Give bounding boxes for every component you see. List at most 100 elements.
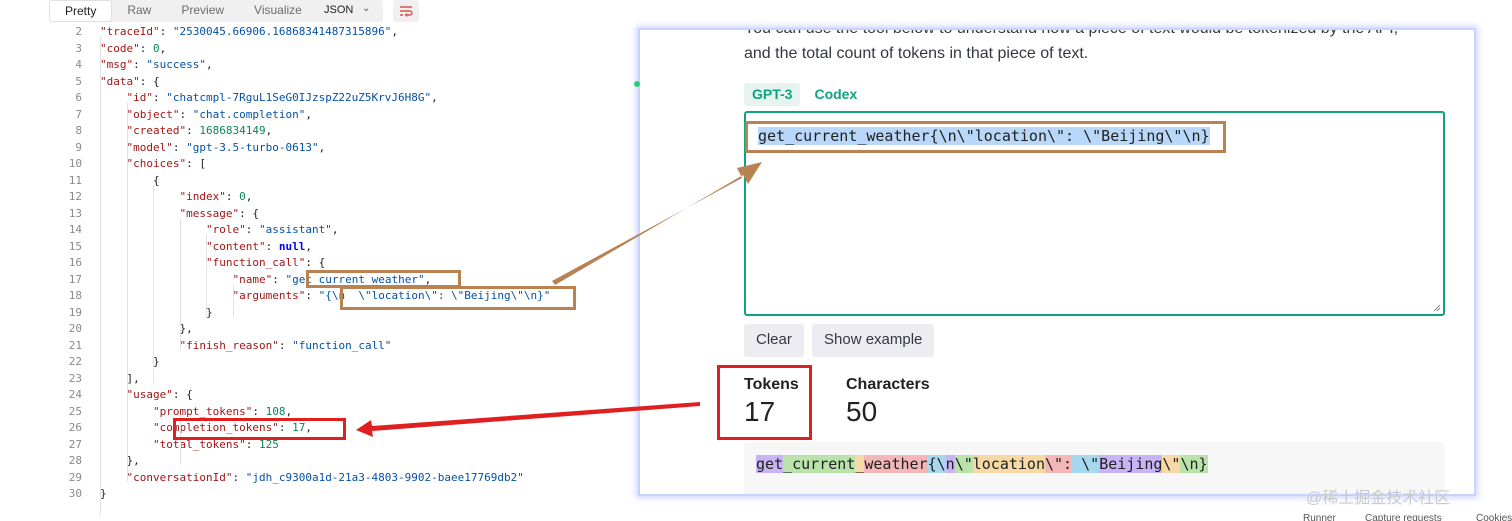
- code-line: 8 "created": 1686834149,: [0, 123, 640, 140]
- indent-guide: [179, 217, 181, 350]
- code-text: "name": "get_current_weather",: [232, 272, 432, 286]
- code-text: "traceId": "2530045.66906.16868341487315…: [100, 25, 399, 38]
- code-text: "object": "chat.completion",: [126, 107, 312, 121]
- token-chip: Beijing: [1099, 455, 1163, 473]
- code-text: "conversationId": "jdh_c9300a1d-21a3-480…: [126, 470, 524, 484]
- line-number: 11: [68, 173, 82, 187]
- line-number: 12: [68, 190, 82, 203]
- chevron-down-icon: ⌄: [362, 3, 371, 14]
- format-select[interactable]: JSON ⌄: [313, 0, 383, 22]
- code-text: "msg": "success",: [100, 58, 213, 71]
- clear-button[interactable]: Clear: [744, 324, 804, 357]
- line-number: 2: [75, 25, 82, 38]
- line-number: 21: [68, 338, 82, 352]
- code-line: 7 "object": "chat.completion",: [0, 107, 640, 124]
- tokens-label: Tokens: [744, 376, 799, 393]
- line-number: 9: [75, 140, 82, 154]
- line-number: 14: [68, 223, 82, 236]
- code-text: {: [153, 173, 160, 187]
- code-text: "message": {: [179, 206, 259, 220]
- tab-preview[interactable]: Preview: [181, 3, 225, 17]
- token-chip: _current: [783, 455, 856, 473]
- code-line: 19}: [0, 305, 640, 322]
- runner-link[interactable]: Runner: [1303, 513, 1336, 521]
- cookies-link[interactable]: Cookies: [1476, 513, 1512, 521]
- token-chip: \": [1072, 455, 1100, 473]
- wrap-lines-icon: [400, 6, 413, 17]
- token-visualization: get_current_weather{\n\"location\": \"Be…: [744, 442, 1445, 494]
- code-line: 25"prompt_tokens": 108,: [0, 404, 640, 421]
- line-number: 20: [68, 322, 82, 335]
- code-line: 15"content": null,: [0, 239, 640, 256]
- tab-pretty[interactable]: Pretty: [49, 0, 113, 22]
- code-line: 12 "index": 0,: [0, 189, 640, 206]
- code-line: 21 "finish_reason": "function_call": [0, 338, 640, 355]
- code-text: "index": 0,: [179, 190, 253, 203]
- model-gpt3-button[interactable]: GPT-3: [744, 83, 801, 106]
- code-text: "created": 1686834149,: [126, 124, 273, 137]
- show-example-button[interactable]: Show example: [812, 324, 935, 357]
- indent-guide: [232, 283, 234, 317]
- code-line: 5"data": {: [0, 74, 640, 91]
- code-line: 23],: [0, 371, 640, 388]
- token-chip: \": [1162, 455, 1181, 473]
- code-line: 27"total_tokens": 125: [0, 437, 640, 454]
- model-codex-button[interactable]: Codex: [814, 86, 858, 102]
- line-number: 6: [75, 91, 82, 104]
- line-number: 17: [68, 272, 82, 286]
- line-number: 25: [68, 404, 82, 418]
- code-line: 3"code": 0,: [0, 41, 640, 58]
- code-line: 30}: [0, 486, 640, 503]
- code-text: },: [179, 322, 193, 335]
- code-line: 11 {: [0, 173, 640, 190]
- indent-guide: [126, 102, 128, 482]
- code-text: "finish_reason": "function_call": [179, 338, 392, 352]
- code-text: "function_call": {: [206, 256, 326, 269]
- wrap-lines-button[interactable]: [393, 0, 419, 22]
- response-body: 2 "traceId": "2530045.66906.1686834148731…: [0, 24, 640, 515]
- model-selector: GPT-3 Codex: [744, 83, 865, 106]
- line-number: 7: [75, 107, 82, 121]
- code-text: "role": "assistant",: [206, 223, 339, 236]
- arguments-highlight-box: [340, 286, 576, 310]
- token-chip: \":: [1045, 455, 1073, 473]
- capture-requests-link[interactable]: Capture requests: [1365, 513, 1442, 521]
- line-number: 22: [68, 355, 82, 368]
- code-text: "completion_tokens": 17,: [153, 421, 312, 434]
- code-line: 24"usage": {: [0, 387, 640, 404]
- token-chip: location: [972, 455, 1045, 473]
- tab-raw[interactable]: Raw: [127, 3, 152, 17]
- code-line: 10 "choices": [: [0, 156, 640, 173]
- code-line: 13"message": {: [0, 206, 640, 223]
- line-number: 16: [68, 256, 82, 269]
- line-number: 19: [68, 305, 82, 319]
- code-text: }: [206, 305, 213, 319]
- tokenizer-panel: You can use the tool below to understand…: [638, 28, 1476, 496]
- tokenizer-input-text: get_current_weather{\n\"location\": \"Be…: [758, 127, 1210, 145]
- code-line: 2 "traceId": "2530045.66906.1686834148731…: [0, 24, 640, 41]
- token-visualization-line: get_current_weather{\n\"location\": \"Be…: [756, 455, 1208, 474]
- code-text: "content": null,: [206, 239, 312, 253]
- completion-tokens-highlight-box: [173, 418, 346, 440]
- line-number: 23: [68, 371, 82, 385]
- indent-guide: [206, 234, 207, 317]
- line-number: 28: [68, 454, 82, 467]
- code-text: "usage": {: [126, 388, 193, 401]
- token-chip: n: [945, 455, 955, 473]
- code-line: 20},: [0, 321, 640, 338]
- indent-guide: [153, 184, 154, 383]
- tokens-count-highlight-box: [717, 365, 812, 440]
- indent-guide: [100, 36, 101, 515]
- tab-visualize[interactable]: Visualize: [254, 3, 302, 17]
- code-text: "choices": [: [126, 157, 206, 170]
- resize-handle-icon[interactable]: [1433, 304, 1441, 312]
- code-line: 17 "name": "get_current_weather",: [0, 272, 640, 289]
- line-number: 8: [75, 124, 82, 137]
- code-text: "model": "gpt-3.5-turbo-0613",: [126, 140, 326, 154]
- token-chip: \n}: [1180, 455, 1208, 473]
- characters-value: 50: [846, 396, 878, 427]
- line-number: 10: [68, 157, 82, 170]
- status-bar: Runner Capture requests Cookies: [1280, 508, 1512, 521]
- code-line: 4"msg": "success",: [0, 57, 640, 74]
- tokens-value: 17: [744, 396, 776, 427]
